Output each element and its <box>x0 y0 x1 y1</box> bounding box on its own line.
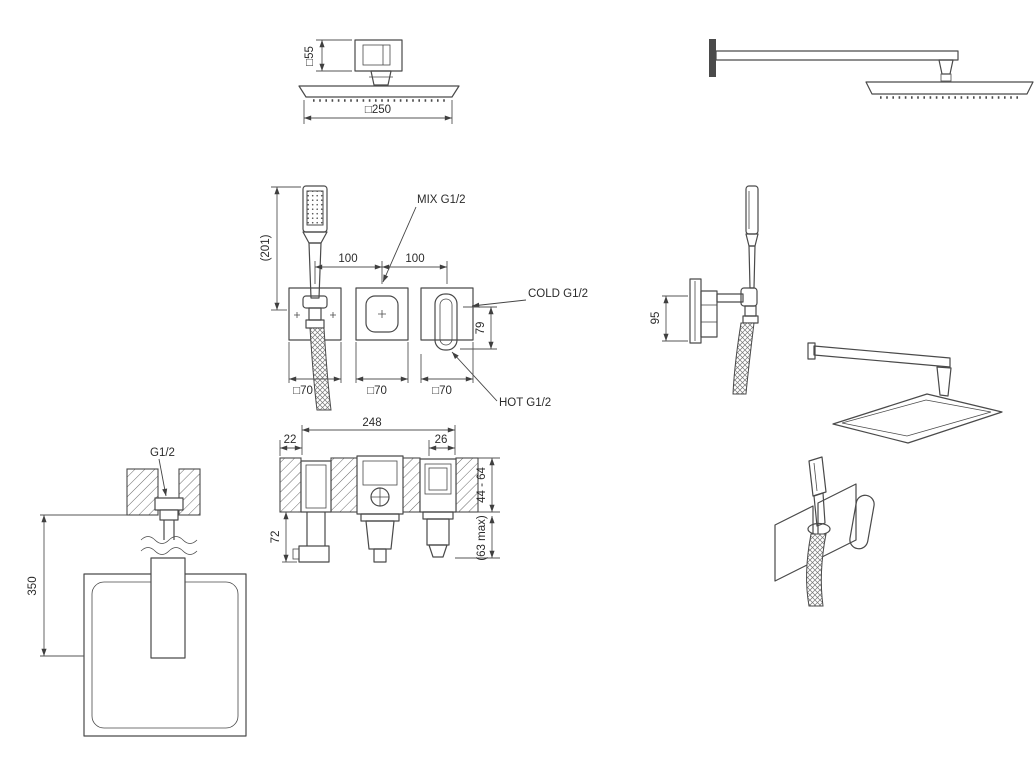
dim-lever-drop: 79 <box>460 306 497 350</box>
hand-shower-handle <box>308 242 322 299</box>
callout-hot: HOT G1/2 <box>451 351 551 409</box>
dim-plate-height: 95 <box>650 295 688 342</box>
pipe-break-bottom <box>140 547 198 555</box>
callout-thread: G1/2 <box>150 447 175 497</box>
callout-mix: MIX G1/2 <box>382 194 466 283</box>
hand-shower-side <box>745 185 759 289</box>
dim-label-handshower-height: (201) <box>260 234 272 261</box>
view-mixer-front: (201) 100 100 MIX G1/2 COLD G1/2 HOT G1/… <box>260 185 588 411</box>
wall-flange <box>709 39 716 77</box>
dim-center-spacing: 100 100 <box>314 253 448 284</box>
dim-label-lever-drop: 79 <box>475 322 487 335</box>
dim-plate-sizes: □70 □70 □70 <box>288 342 474 397</box>
lever-handle-perspective <box>849 494 875 550</box>
dim-label-spacing-right: 100 <box>405 253 424 265</box>
label-thread: G1/2 <box>150 447 175 459</box>
dim-label-plate3: □70 <box>432 385 452 397</box>
leader-mix <box>382 206 417 283</box>
leader-hot <box>451 351 498 402</box>
dim-spout-drop: 72 <box>270 511 298 563</box>
dim-label-connector-height: □55 <box>304 46 316 66</box>
dim-connector-height: □55 <box>304 39 352 72</box>
dim-label-plate-height: 95 <box>650 312 662 325</box>
ceiling-connector-box <box>354 39 403 86</box>
view-ceiling-head-front: □55 □250 <box>298 39 460 124</box>
holder-arm <box>716 293 744 303</box>
dim-label-spout-drop: 72 <box>270 531 282 544</box>
dim-label-wall-depth-range: 44 - 64 <box>476 466 488 502</box>
ceiling-section-left <box>126 468 159 516</box>
square-head-inner <box>841 399 992 437</box>
hand-shower-handle-perspective <box>813 492 826 527</box>
dim-handshower-height: (201) <box>260 186 301 311</box>
dim-left-offset: 22 <box>279 434 302 456</box>
label-mix-connection: MIX G1/2 <box>417 194 466 206</box>
label-cold-connection: COLD G1/2 <box>528 288 588 300</box>
shower-arm <box>813 345 951 368</box>
hand-shower-perspective <box>808 456 827 497</box>
label-hot-connection: HOT G1/2 <box>499 397 551 409</box>
arm-connector <box>936 366 952 397</box>
dim-label-spacing-left: 100 <box>338 253 357 265</box>
wall-shower-head <box>865 81 1034 95</box>
view-mixer-perspective <box>774 456 875 607</box>
view-wall-section: 248 22 26 44 - 64 72 (63 max) <box>270 417 500 563</box>
dim-label-head-width: □250 <box>365 104 391 116</box>
spray-face <box>306 190 324 226</box>
hand-shower <box>302 185 328 299</box>
drop-tube <box>150 557 186 659</box>
dim-right-offset: 26 <box>428 434 455 456</box>
view-arm-perspective <box>807 342 1003 444</box>
view-wall-arm-side <box>709 39 1034 99</box>
mixer-plate-3-lever <box>420 287 474 351</box>
shower-arm <box>715 50 959 61</box>
mixer-valve-body <box>356 455 404 563</box>
dim-wall-depth-range: 44 - 64 <box>476 457 500 513</box>
head-plan-view <box>83 557 247 737</box>
dim-head-width: □250 <box>303 100 453 124</box>
view-ceiling-section: G1/2 350 <box>27 447 247 737</box>
wall-segment-1 <box>279 457 302 513</box>
dim-max-projection: (63 max) <box>455 515 500 561</box>
shower-hose-perspective <box>806 533 827 607</box>
leader-thread <box>158 458 168 497</box>
dim-overall-width: 248 <box>301 417 456 455</box>
dim-label-plate2: □70 <box>367 385 387 397</box>
dim-label-plate1: □70 <box>293 385 313 397</box>
mixer-plate-2-mix <box>355 287 409 341</box>
outlet-body-left <box>292 460 332 563</box>
dim-label-right-offset: 26 <box>435 434 448 446</box>
view-mixer-side: 95 <box>650 185 759 395</box>
ceiling-fitting <box>140 497 198 555</box>
pipe-break-top <box>140 536 198 544</box>
dim-label-ceiling-to-head: 350 <box>27 576 39 595</box>
wall-segment-2 <box>330 457 359 513</box>
screw-marks <box>294 312 336 318</box>
dim-label-max-projection: (63 max) <box>476 515 488 561</box>
mixer-body-side <box>689 278 759 395</box>
ceiling-shower-head <box>298 85 460 102</box>
mixer-plate-1-holder <box>288 287 342 411</box>
wall-segment-4 <box>455 457 479 513</box>
lever-handle <box>434 293 458 351</box>
shower-hose <box>309 327 332 411</box>
leader-cold <box>471 299 527 308</box>
stop-valve-body <box>419 458 457 558</box>
callout-cold: COLD G1/2 <box>471 288 588 308</box>
dim-label-overall-width: 248 <box>362 417 381 429</box>
center-mark <box>378 310 386 318</box>
dim-ceiling-to-head: 350 <box>27 514 127 657</box>
square-head-outer <box>832 393 1003 444</box>
dim-label-left-offset: 22 <box>284 434 297 446</box>
wall-flange <box>807 342 816 360</box>
ceiling-section-right <box>178 468 201 516</box>
wall-segment-3 <box>401 457 421 513</box>
shower-hose <box>732 322 755 395</box>
